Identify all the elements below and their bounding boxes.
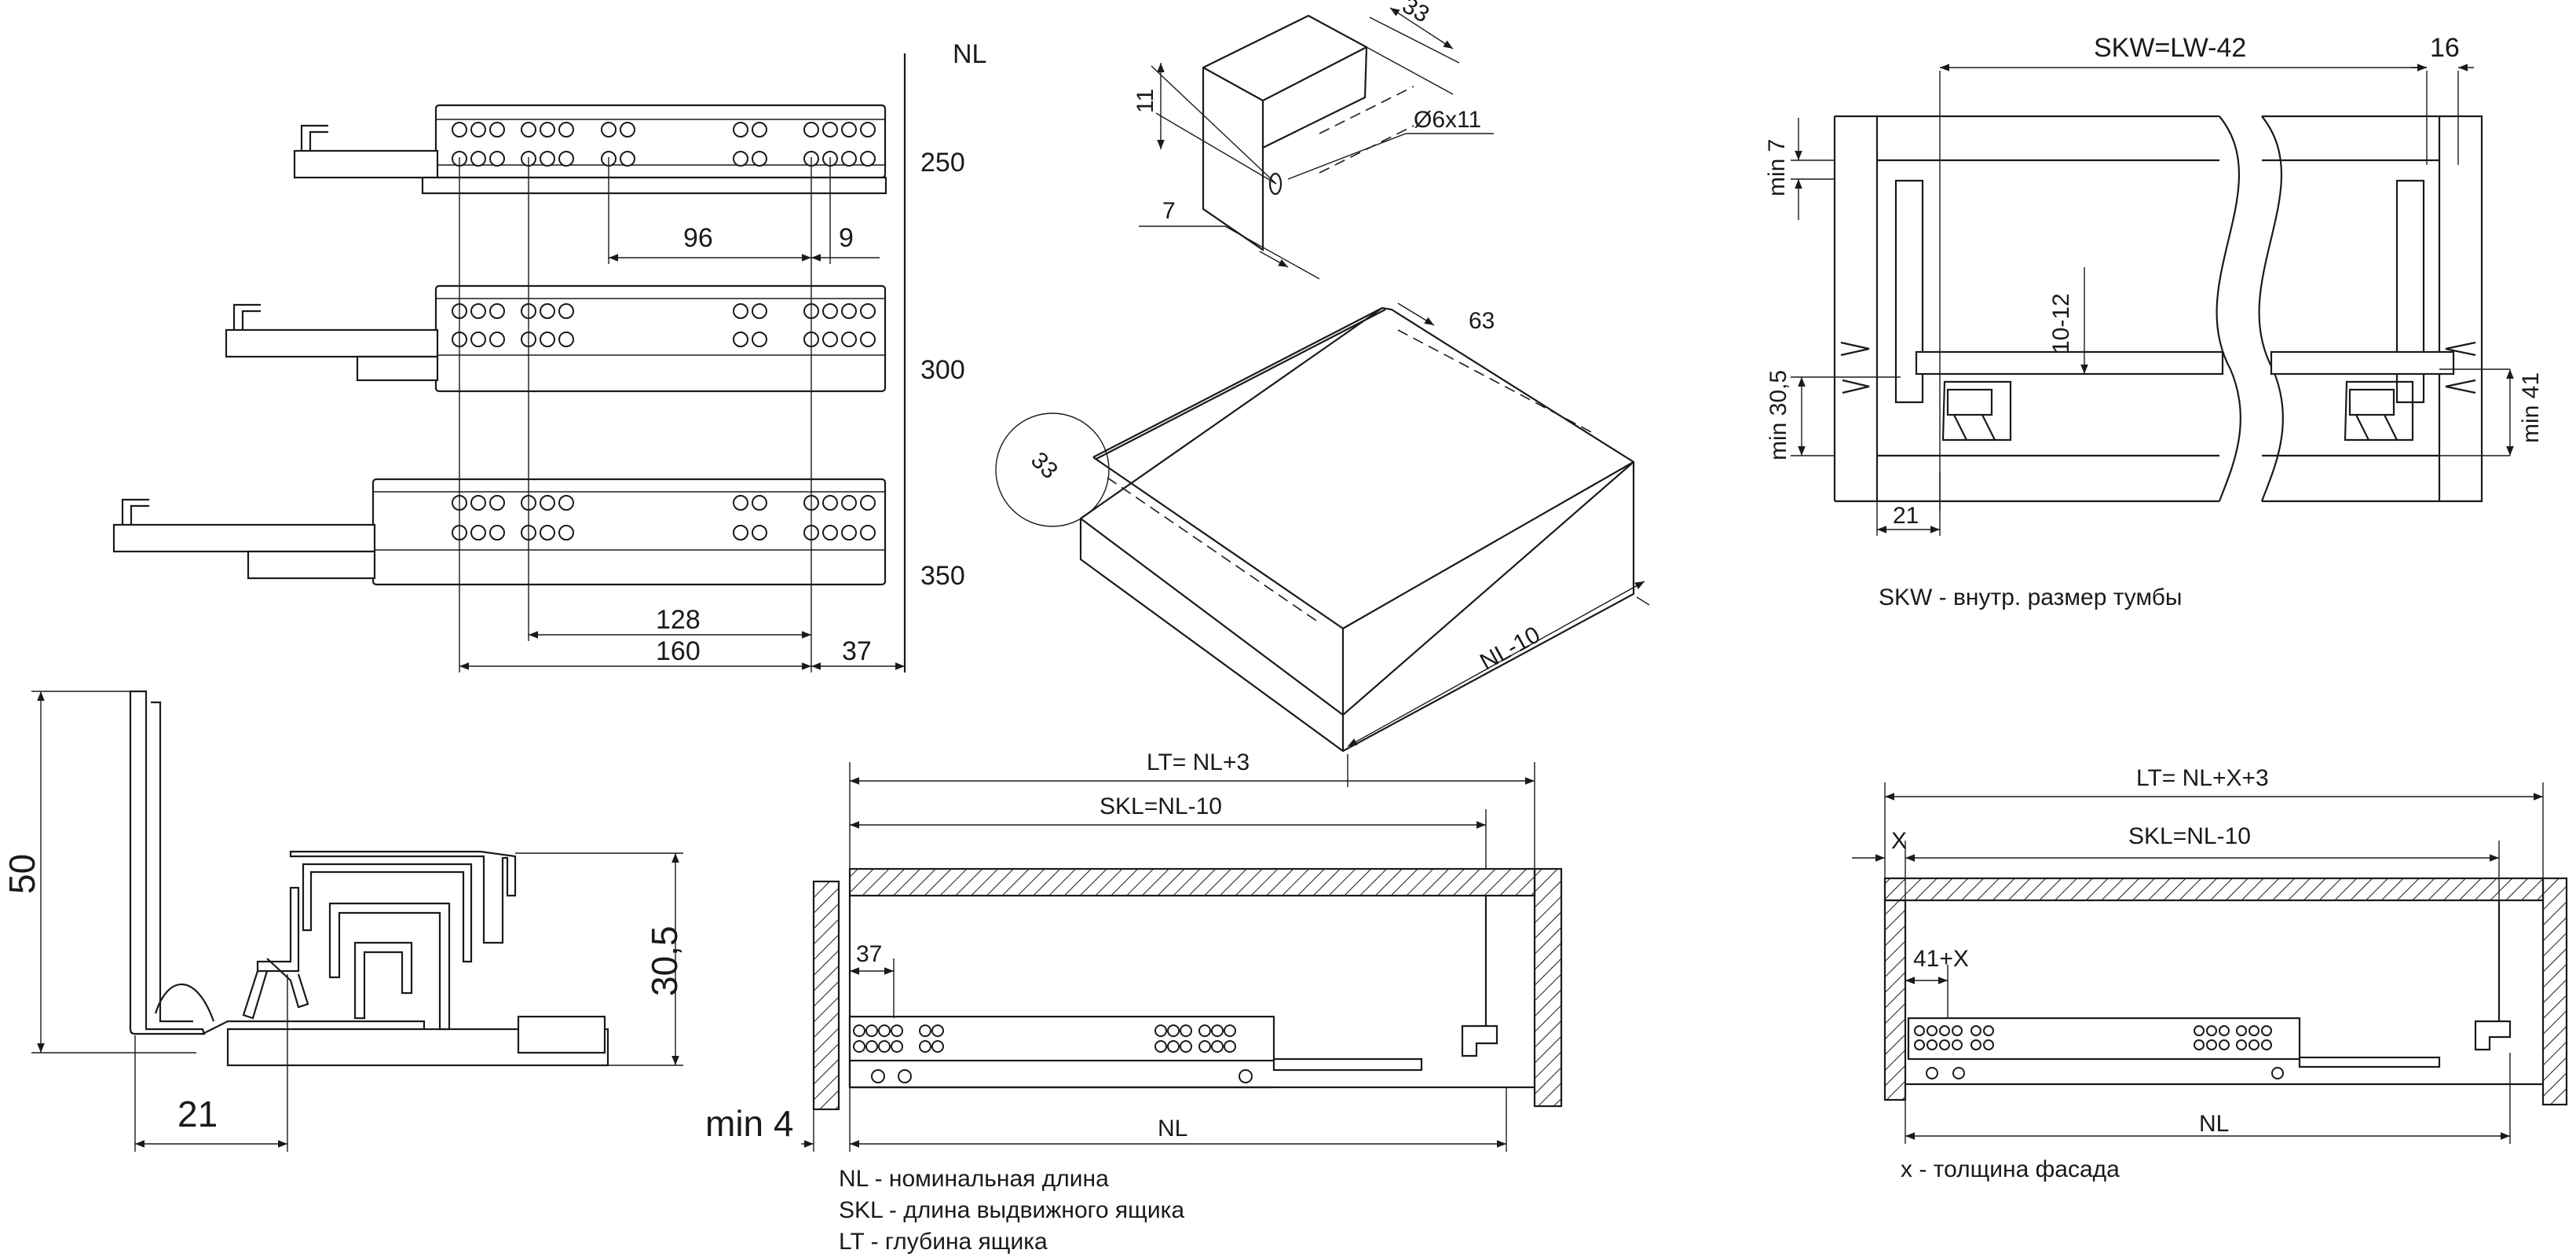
dim-33-detail: 33 bbox=[1398, 0, 1433, 27]
dim-41x: 41+X bbox=[1913, 946, 1969, 972]
dim-lt-overlay: LT= NL+X+3 bbox=[2136, 765, 2269, 791]
corner-hole-detail: 11 7 33 Ø6x11 bbox=[1132, 0, 1494, 280]
dim-lt-inset: LT= NL+3 bbox=[1147, 749, 1250, 775]
dim-skw: SKW=LW-42 bbox=[2094, 33, 2246, 63]
side-view-inset: LT= NL+3 SKL=NL-10 37 NL min 4 NL - номи… bbox=[705, 749, 1563, 1255]
dim-96: 96 bbox=[683, 223, 713, 253]
dim-nl-overlay: NL bbox=[2199, 1111, 2229, 1137]
dim-21-cabinet: 21 bbox=[1893, 503, 1919, 529]
dim-x: X bbox=[1891, 828, 1907, 854]
hole-spec: Ø6x11 bbox=[1414, 107, 1481, 133]
overlay-note: x - толщина фасада bbox=[1901, 1156, 2120, 1182]
dim-30-5-profile: 30,5 bbox=[644, 925, 685, 996]
runner-250: 250 bbox=[293, 104, 965, 195]
side-view-overlay: LT= NL+X+3 SKL=NL-10 X 41+X NL x - толщи… bbox=[1852, 765, 2568, 1182]
overlay-holes bbox=[1914, 1025, 2272, 1050]
dim-63: 63 bbox=[1469, 308, 1495, 334]
length-250: 250 bbox=[920, 148, 965, 178]
dim-nl-inset: NL bbox=[1158, 1116, 1187, 1142]
dim-37: 37 bbox=[842, 636, 872, 666]
legend-nl: NL - номинальная длина bbox=[839, 1166, 1109, 1192]
dim-skl-inset: SKL=NL-10 bbox=[1100, 793, 1222, 819]
runner-left-profile bbox=[1941, 380, 2012, 442]
dim-160: 160 bbox=[656, 636, 701, 666]
inset-holes bbox=[853, 1024, 1236, 1053]
length-350: 350 bbox=[920, 561, 965, 591]
nl-header: NL bbox=[953, 39, 986, 69]
dim-skl-overlay: SKL=NL-10 bbox=[2128, 823, 2251, 849]
runner-right-profile bbox=[2344, 380, 2414, 442]
dim-21-profile: 21 bbox=[177, 1094, 218, 1134]
legend-skl: SKL - длина выдвижного ящика bbox=[839, 1197, 1184, 1223]
dim-min4: min 4 bbox=[705, 1103, 793, 1144]
dim-min7: min 7 bbox=[1764, 139, 1790, 196]
dim-37-inset: 37 bbox=[856, 941, 882, 967]
dim-33-iso: 33 bbox=[1026, 447, 1063, 484]
profile-section: 50 30,5 21 bbox=[2, 690, 685, 1152]
length-300: 300 bbox=[920, 355, 965, 385]
dim-11: 11 bbox=[1132, 89, 1158, 113]
runner-top-views: NL 250 bbox=[112, 39, 986, 672]
dim-16: 16 bbox=[2430, 33, 2460, 63]
dim-nl-10: NL-10 bbox=[1476, 621, 1544, 675]
dim-50: 50 bbox=[2, 854, 42, 894]
drawer-isometric: 33 63 NL-10 bbox=[995, 302, 1650, 787]
dim-min30-5: min 30,5 bbox=[1766, 370, 1791, 460]
runner-300: 300 bbox=[225, 284, 965, 393]
dim-9: 9 bbox=[839, 223, 854, 253]
dim-10-12: 10-12 bbox=[2048, 293, 2074, 354]
skw-note: SKW - внутр. размер тумбы bbox=[1879, 585, 2182, 610]
legend-lt: LT - глубина ящика bbox=[839, 1229, 1048, 1255]
dim-7: 7 bbox=[1162, 198, 1176, 224]
dim-min41: min 41 bbox=[2518, 372, 2544, 443]
cabinet-section: SKW=LW-42 16 min 7 10-12 min 30,5 min 41… bbox=[1764, 33, 2544, 610]
runner-350: 350 bbox=[112, 478, 965, 591]
dim-128: 128 bbox=[656, 605, 701, 635]
